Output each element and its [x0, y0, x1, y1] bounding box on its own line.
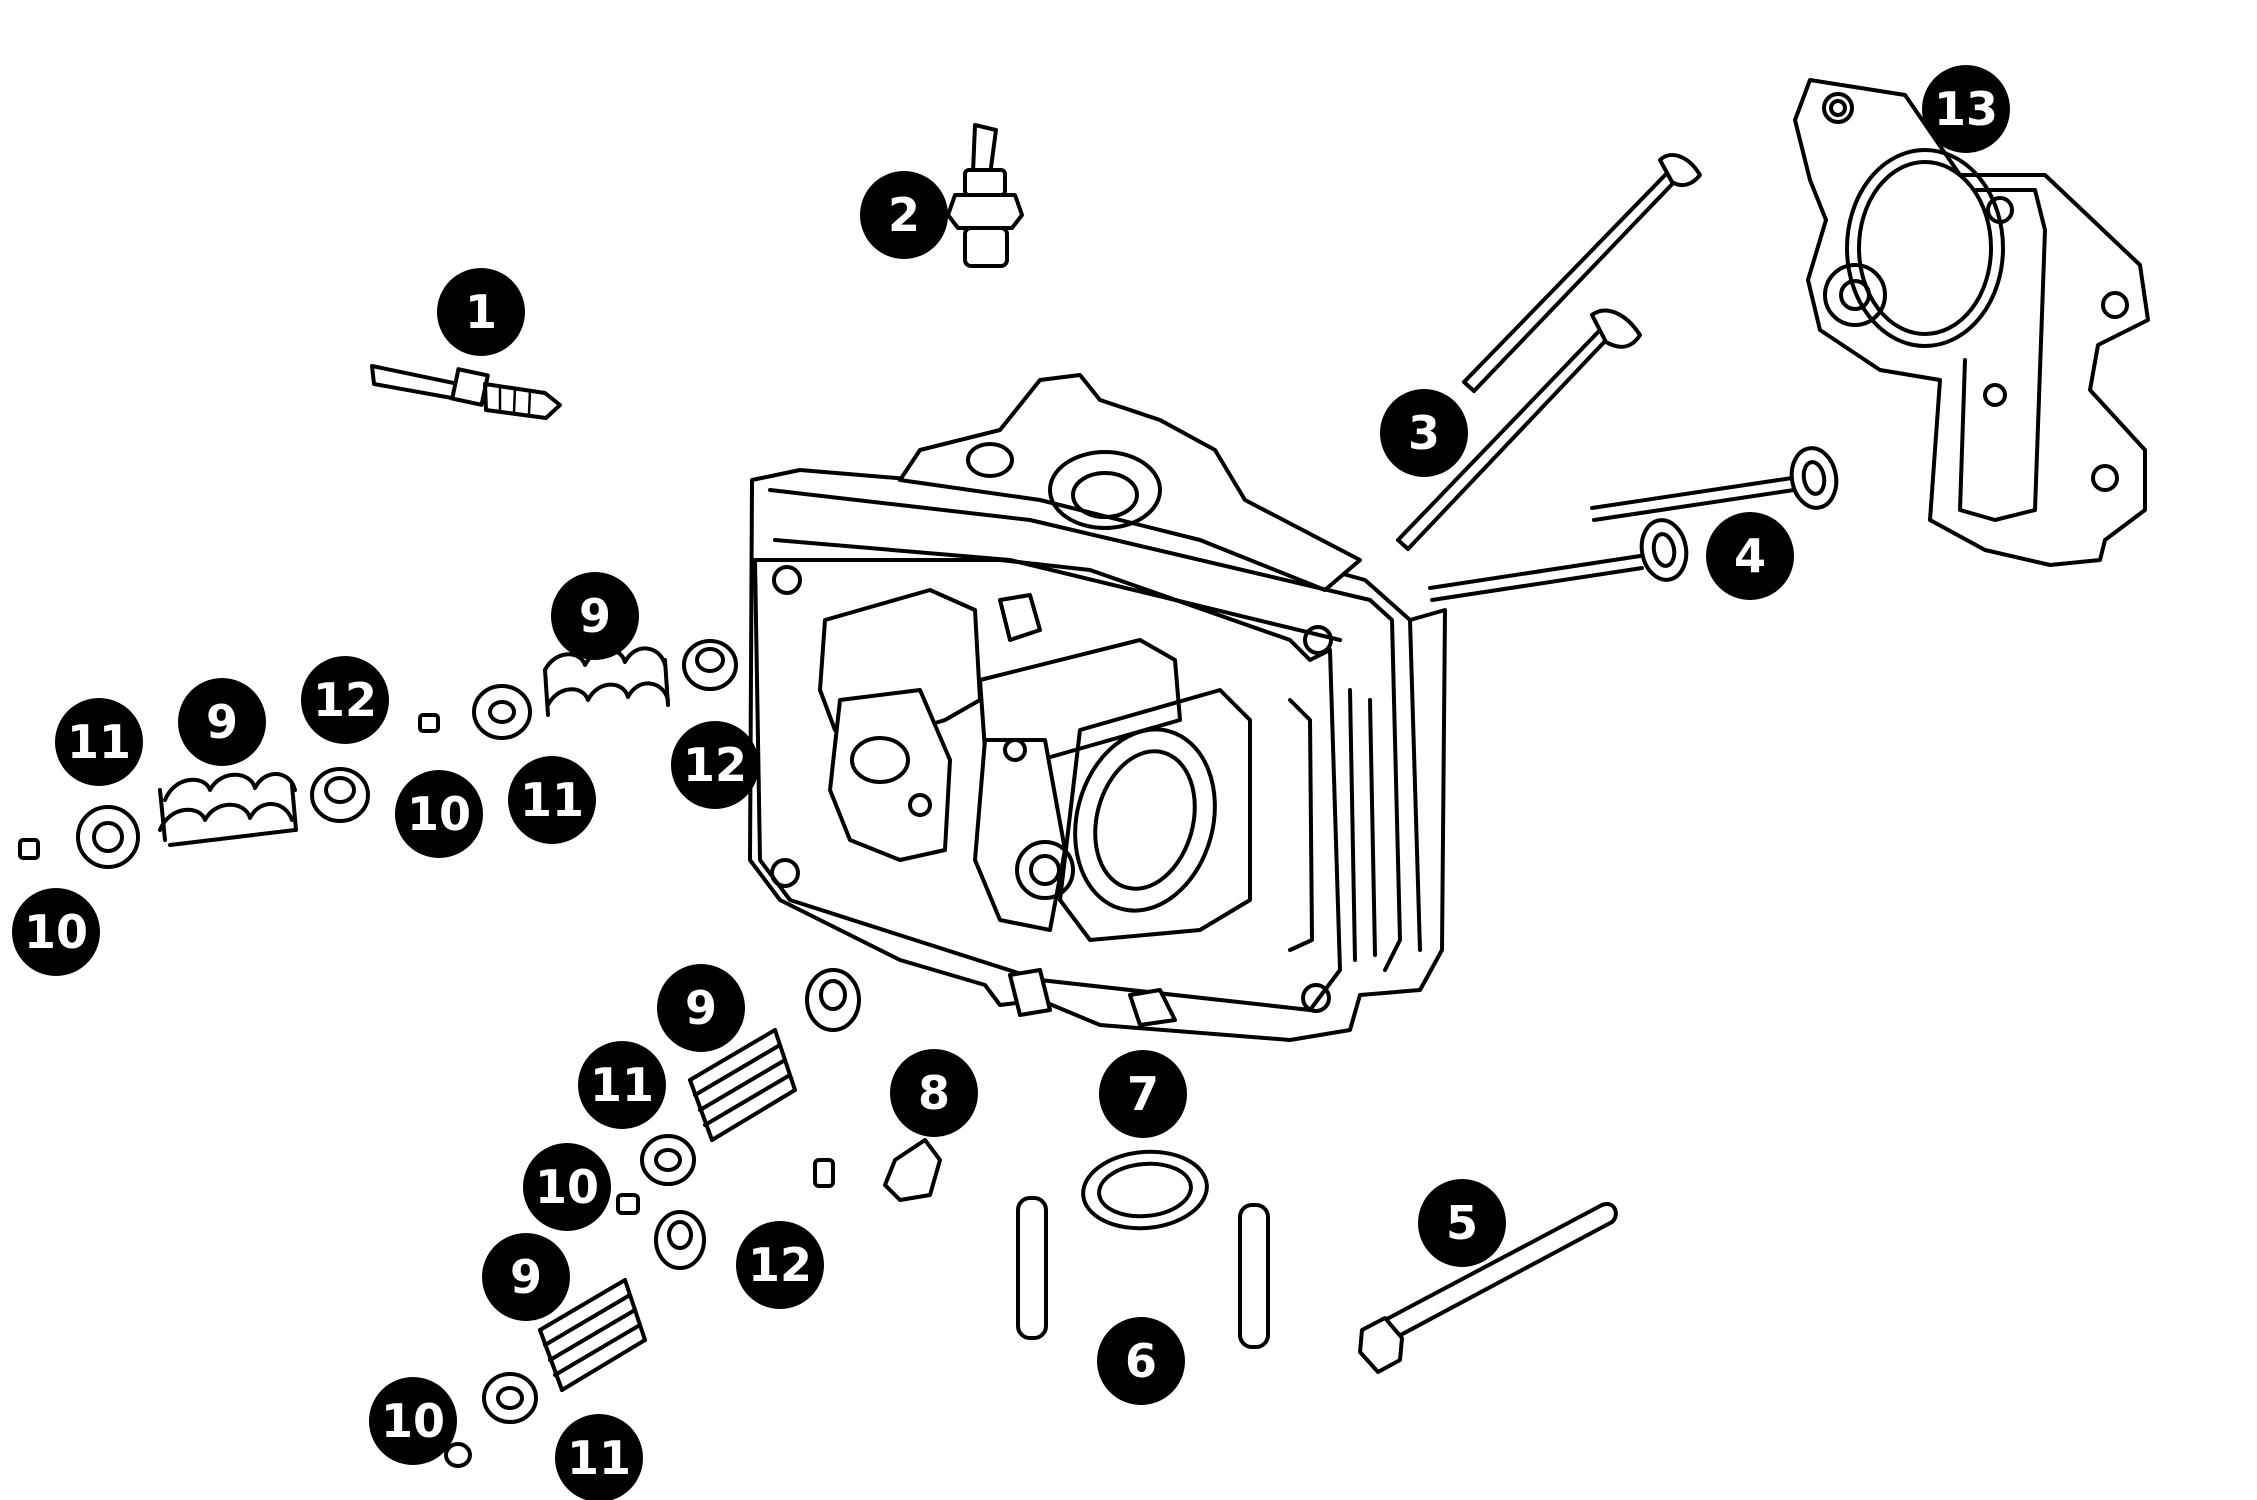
callout-13: 13 [1922, 65, 2010, 153]
callout-label: 10 [24, 905, 88, 959]
spark-plug-illustration [370, 364, 562, 420]
callout-label: 9 [685, 981, 717, 1035]
callout-6: 6 [1097, 1317, 1185, 1405]
head-gasket-illustration [1793, 78, 2150, 567]
callout-label: 9 [579, 589, 611, 643]
callout-label: 12 [313, 673, 377, 727]
callout-1: 1 [437, 268, 525, 356]
callout-label: 13 [1934, 82, 1998, 136]
valve-springs-group [18, 639, 861, 1468]
callout-9: 9 [551, 572, 639, 660]
callout-label: 10 [407, 787, 471, 841]
callout-10: 10 [395, 770, 483, 858]
callout-label: 1 [465, 285, 497, 339]
callout-4: 4 [1706, 512, 1794, 600]
callout-9: 9 [657, 964, 745, 1052]
callout-5: 5 [1418, 1179, 1506, 1267]
temperature-sensor-illustration [946, 123, 1024, 268]
callout-label: 11 [67, 715, 131, 769]
callout-label: 10 [381, 1394, 445, 1448]
callout-11: 11 [508, 756, 596, 844]
callout-label: 10 [535, 1160, 599, 1214]
o-ring-illustration [1081, 1149, 1209, 1231]
callout-label: 11 [520, 773, 584, 827]
dowel-pins-illustration [1016, 1196, 1270, 1349]
callout-label: 2 [888, 188, 920, 242]
callout-11: 11 [555, 1414, 643, 1500]
callout-9: 9 [482, 1233, 570, 1321]
callout-11: 11 [55, 698, 143, 786]
callout-12: 12 [671, 721, 759, 809]
callout-label: 4 [1734, 529, 1766, 583]
callout-9: 9 [178, 678, 266, 766]
intake-valves-illustration [1396, 153, 1702, 551]
callout-10: 10 [369, 1377, 457, 1465]
valve-spring-illustration [538, 1278, 647, 1392]
cylinder-head-illustration [748, 373, 1447, 1042]
exhaust-valves-illustration [1428, 446, 1839, 602]
valve-spring-illustration [158, 772, 298, 847]
callout-label: 9 [206, 695, 238, 749]
callout-label: 7 [1127, 1067, 1159, 1121]
callout-3: 3 [1380, 389, 1468, 477]
callout-label: 12 [748, 1238, 812, 1292]
callout-12: 12 [736, 1221, 824, 1309]
callout-label: 6 [1125, 1334, 1157, 1388]
callout-label: 11 [567, 1431, 631, 1485]
callout-label: 9 [510, 1250, 542, 1304]
callout-2: 2 [860, 171, 948, 259]
callout-12: 12 [301, 656, 389, 744]
callout-label: 5 [1446, 1196, 1478, 1250]
callout-label: 3 [1408, 406, 1440, 460]
callout-11: 11 [578, 1041, 666, 1129]
callout-10: 10 [12, 888, 100, 976]
callout-label: 11 [590, 1058, 654, 1112]
callout-label: 12 [683, 738, 747, 792]
callout-label: 8 [918, 1066, 950, 1120]
valve-spring-illustration [688, 1028, 797, 1142]
callout-10: 10 [523, 1143, 611, 1231]
callout-7: 7 [1099, 1050, 1187, 1138]
bolt-illustration [1358, 1202, 1618, 1374]
cap-illustration [813, 1138, 942, 1202]
callout-8: 8 [890, 1049, 978, 1137]
